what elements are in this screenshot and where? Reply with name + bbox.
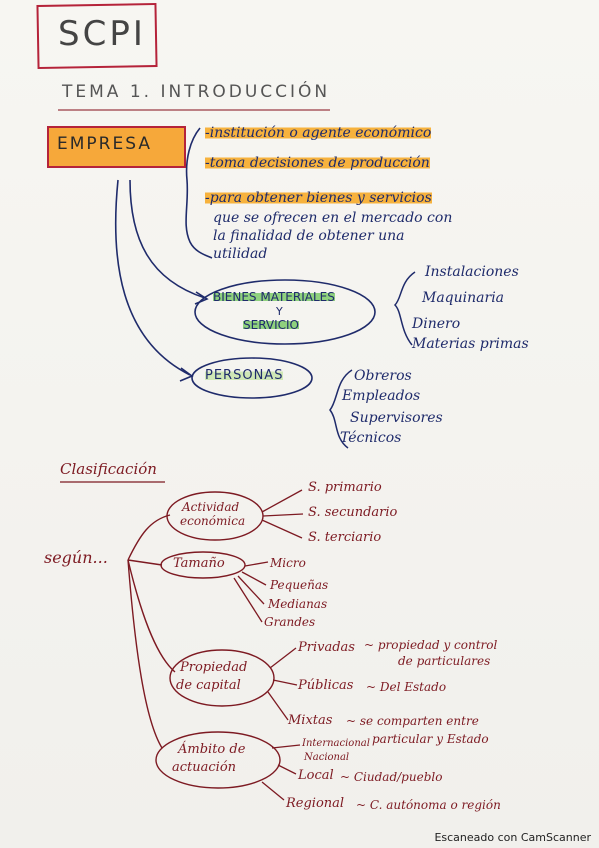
- regional-desc: ~ C. autónoma o región: [356, 798, 501, 812]
- tamano-ellipse: [160, 551, 246, 579]
- mixtas-label: Mixtas: [288, 713, 333, 728]
- bienes-label-2: Y: [276, 305, 283, 318]
- tamano-pequenas: Pequeñas: [270, 578, 329, 592]
- actividad-label-1: Actividad: [182, 500, 240, 514]
- subject-title: SCPI: [58, 14, 146, 54]
- arrow-to-bienes: [129, 179, 206, 299]
- definition-line-4: que se ofrecen en el mercado con: [213, 210, 453, 226]
- personas-label: PERSONAS: [205, 368, 284, 383]
- publicas-desc: ~ Del Estado: [366, 680, 447, 694]
- subject-box: [36, 2, 158, 70]
- propiedad-label-1: Propiedad: [180, 660, 248, 675]
- ambito-label-1: Ámbito de: [178, 742, 246, 757]
- privadas-desc-1: ~ propiedad y control: [364, 638, 498, 652]
- arrow-head-bienes: [194, 291, 209, 305]
- propiedad-ellipse: [169, 649, 275, 707]
- definition-line-6: utilidad: [213, 246, 268, 262]
- branch-actividad: [127, 514, 171, 561]
- line-regional: [261, 781, 285, 801]
- empresa-label: EMPRESA: [57, 134, 152, 154]
- clasificacion-title: Clasificación: [60, 460, 157, 478]
- internacional-label: Internacional: [302, 738, 370, 749]
- bienes-ellipse: [194, 279, 376, 345]
- branch-tamano: [127, 559, 163, 566]
- actividad-label-2: económica: [180, 514, 246, 528]
- personas-bracket: [329, 369, 353, 449]
- definition-line-1: -institución o agente económico: [205, 125, 432, 141]
- line-micro: [244, 561, 269, 567]
- bienes-item-instalaciones: Instalaciones: [425, 264, 519, 280]
- empresa-box: [47, 126, 186, 168]
- empresa-bracket: [185, 127, 213, 259]
- local-desc: ~ Ciudad/pueblo: [340, 770, 443, 784]
- line-pequenas: [241, 571, 267, 586]
- clasificacion-root: según...: [44, 548, 108, 567]
- local-label: Local: [298, 768, 334, 783]
- line-s-terciario: [261, 519, 303, 539]
- topic-title: TEMA 1. INTRODUCCIÓN: [62, 82, 331, 102]
- personas-item-obreros: Obreros: [354, 368, 412, 384]
- branch-ambito: [127, 559, 163, 749]
- privadas-label: Privadas: [298, 640, 355, 655]
- arrow-to-personas: [114, 179, 191, 376]
- personas-ellipse: [191, 357, 313, 399]
- s-secundario: S. secundario: [308, 505, 398, 520]
- personas-item-empleados: Empleados: [342, 388, 421, 404]
- line-publicas: [272, 679, 298, 686]
- bienes-bracket: [393, 271, 416, 346]
- line-privadas: [269, 647, 297, 669]
- propiedad-label-2: de capital: [176, 678, 241, 693]
- tamano-label: Tamaño: [173, 556, 225, 571]
- definition-line-5: la finalidad de obtener una: [213, 228, 405, 244]
- ambito-label-2: actuación: [172, 760, 237, 775]
- bienes-item-maquinaria: Maquinaria: [422, 290, 505, 306]
- line-local: [277, 764, 297, 775]
- privadas-desc-2: de particulares: [398, 654, 491, 668]
- personas-item-tecnicos: Técnicos: [340, 430, 402, 446]
- definition-line-2: -toma decisiones de producción: [205, 155, 430, 171]
- s-primario: S. primario: [308, 480, 382, 495]
- line-mixtas: [267, 691, 289, 721]
- mixtas-desc-2: particular y Estado: [372, 732, 489, 746]
- tamano-micro: Micro: [270, 556, 306, 570]
- line-s-primario: [261, 489, 303, 513]
- regional-label: Regional: [286, 796, 345, 811]
- scanner-watermark: Escaneado con CamScanner: [434, 831, 591, 844]
- definition-line-3: -para obtener bienes y servicios: [205, 190, 432, 206]
- personas-item-supervisores: Supervisores: [350, 410, 443, 426]
- line-grandes: [233, 577, 263, 623]
- line-s-secundario: [262, 513, 304, 517]
- bienes-label-3: SERVICIO: [243, 318, 299, 332]
- branch-propiedad: [127, 559, 176, 673]
- bienes-item-dinero: Dinero: [412, 316, 461, 332]
- tamano-grandes: Grandes: [264, 615, 316, 629]
- publicas-label: Públicas: [298, 678, 354, 693]
- tamano-medianas: Medianas: [268, 597, 328, 611]
- bienes-label-1: BIENES MATERIALES: [213, 290, 335, 304]
- line-internacional: [271, 744, 301, 749]
- bienes-item-materias: Materias primas: [412, 336, 529, 352]
- mixtas-desc-1: ~ se comparten entre: [346, 714, 479, 728]
- ambito-ellipse: [155, 731, 281, 789]
- line-medianas: [237, 575, 265, 605]
- nacional-label: Nacional: [304, 752, 350, 763]
- s-terciario: S. terciario: [308, 530, 382, 545]
